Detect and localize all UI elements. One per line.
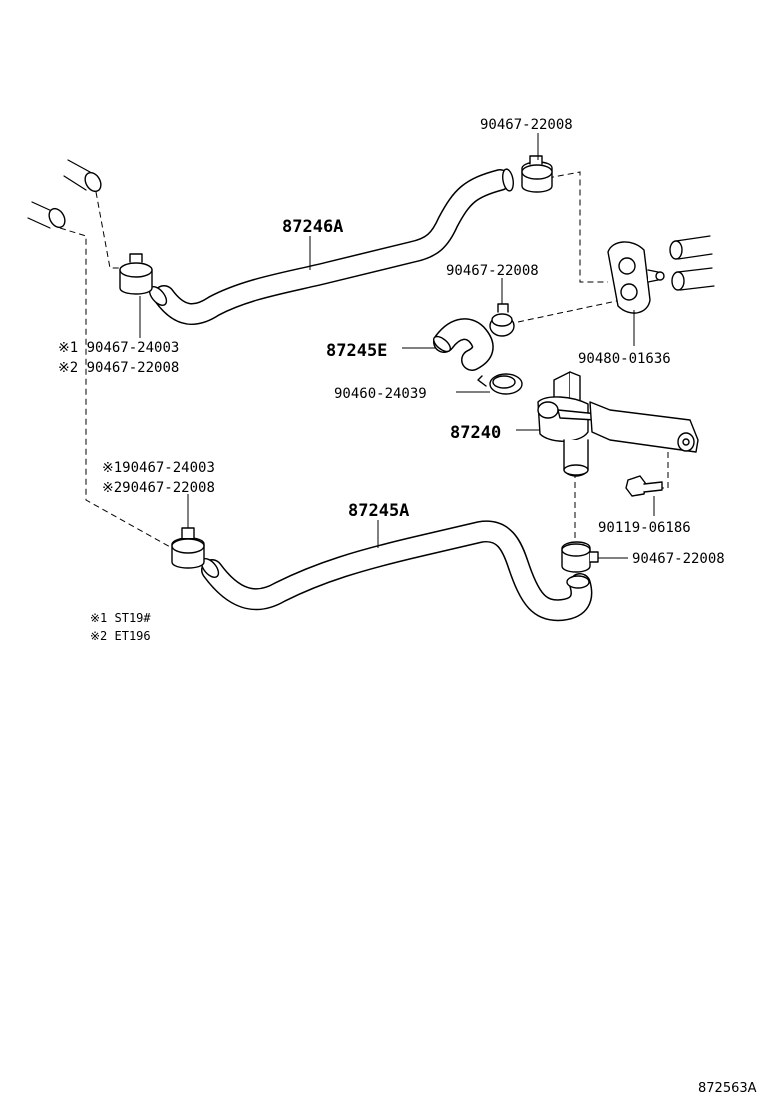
label-hose-87245e: 87245E — [326, 341, 387, 361]
clamp-mid — [489, 303, 515, 337]
water-valve — [537, 371, 699, 477]
note-et196: ※2 ET196 — [90, 629, 151, 643]
label-clamp-top: 90467-22008 — [480, 117, 573, 133]
note-st19: ※1 ST19# — [90, 611, 151, 625]
grommet-plate — [607, 241, 665, 314]
label-clamp-mid: 90467-22008 — [446, 263, 539, 279]
hose-87245a — [200, 520, 593, 622]
label-hose-87246a: 87246A — [282, 217, 343, 237]
label-bolt: 90119-06186 — [598, 520, 691, 536]
pipe-stub-lower-left — [27, 201, 66, 229]
hose-87246a — [148, 168, 514, 325]
diagram-code: 872563A — [698, 1081, 757, 1096]
clamp-lower-left — [171, 527, 205, 569]
leader-lines — [139, 133, 655, 559]
label-clamp-lower-right: 90467-22008 — [632, 551, 725, 567]
clamp-top — [521, 155, 553, 193]
label-clamp-lower-left-1: ※190467-24003 — [102, 460, 215, 476]
label-grommet: 90480-01636 — [578, 351, 671, 367]
clamp-elbow — [477, 373, 523, 395]
label-clamp-upper-left-2: ※2 90467-22008 — [58, 360, 179, 376]
pipe-stub-right-upper — [669, 235, 713, 260]
label-hose-87245a: 87245A — [348, 501, 409, 521]
label-clamp-lower-left-2: ※290467-22008 — [102, 480, 215, 496]
label-clamp-upper-left-1: ※1 90467-24003 — [58, 340, 179, 356]
clamp-lower-right — [561, 541, 599, 573]
label-clamp-elbow: 90460-24039 — [334, 386, 427, 402]
label-water-valve: 87240 — [450, 423, 501, 443]
hose-87245e — [432, 318, 494, 371]
clamp-upper-left — [119, 253, 153, 295]
pipe-stub-upper-left — [63, 159, 102, 193]
pipe-stub-right-lower — [671, 267, 715, 291]
bolt — [625, 475, 663, 497]
